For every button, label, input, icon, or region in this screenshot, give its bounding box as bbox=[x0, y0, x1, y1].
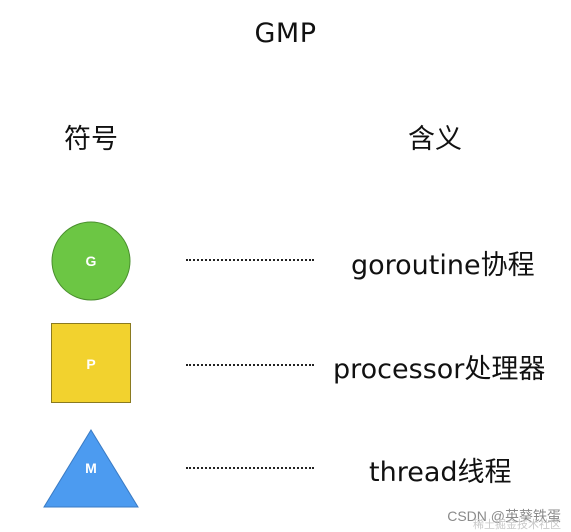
watermark: CSDN @英葵铁蛋 稀土掘金技术社区 bbox=[447, 506, 561, 531]
meaning-column-header: 含义 bbox=[408, 124, 462, 155]
watermark-text: CSDN @英葵铁蛋 bbox=[447, 508, 561, 524]
dotted-connector bbox=[186, 259, 314, 261]
goroutine-meaning: goroutine协程 bbox=[351, 250, 535, 281]
square-label: P bbox=[86, 356, 95, 372]
circle-shape bbox=[51, 221, 131, 301]
square-shape bbox=[51, 323, 131, 403]
symbol-column-header: 符号 bbox=[64, 124, 118, 155]
triangle-shape bbox=[43, 429, 139, 508]
goroutine-circle-symbol: G bbox=[51, 221, 131, 301]
circle-label: G bbox=[86, 253, 97, 269]
dotted-connector bbox=[186, 364, 314, 366]
processor-square-symbol: P bbox=[51, 323, 131, 403]
thread-triangle-symbol: M bbox=[43, 429, 139, 508]
watermark-ghost-text: 稀土掘金技术社区 bbox=[473, 519, 561, 531]
processor-meaning: processor处理器 bbox=[333, 354, 546, 385]
dotted-connector bbox=[186, 467, 314, 469]
diagram-title: GMP bbox=[254, 18, 317, 49]
thread-meaning: thread线程 bbox=[369, 457, 512, 488]
triangle-label: M bbox=[85, 460, 97, 476]
